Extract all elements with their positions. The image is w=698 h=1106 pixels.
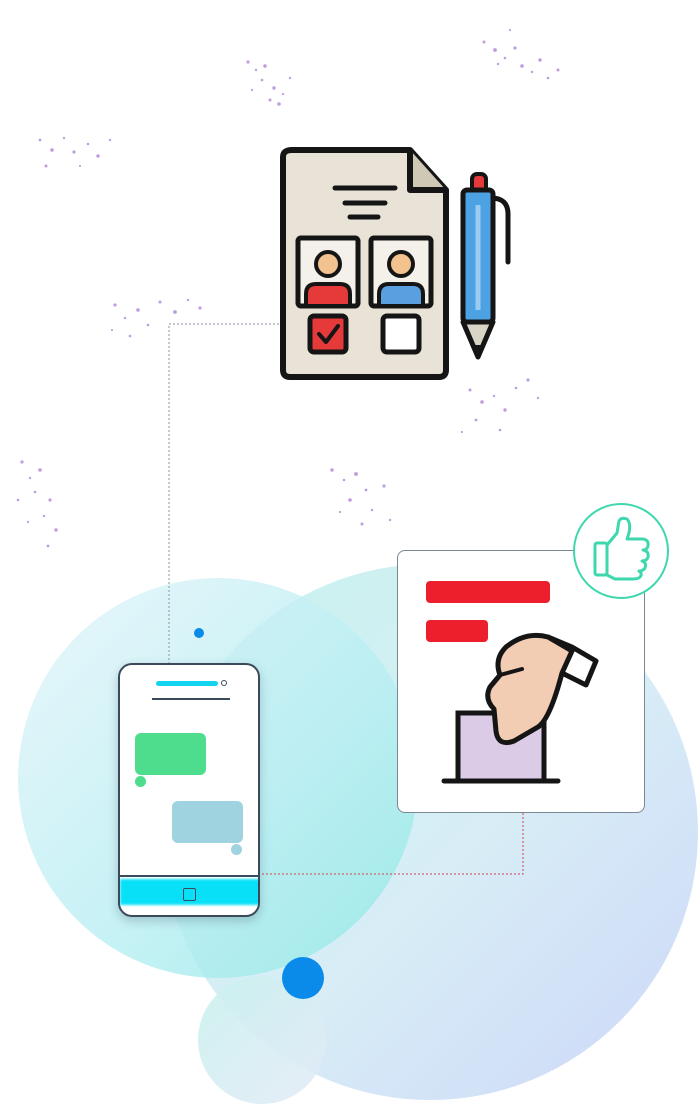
candidate-avatar-icon	[368, 235, 434, 309]
chat-avatar-dot	[231, 844, 242, 855]
ballot-box-icon	[441, 632, 599, 784]
phone-camera	[221, 680, 227, 686]
phone-footer-divider	[120, 875, 258, 877]
background-blob-small	[198, 976, 326, 1104]
phone-speaker	[156, 681, 218, 686]
blue-dot-large	[282, 957, 324, 999]
chat-bubble-icon	[172, 801, 243, 843]
sparkle-decorations	[16, 28, 560, 548]
ballot-subtitle-bar	[426, 620, 488, 642]
thumbs-up-icon	[593, 516, 650, 581]
home-button-icon	[183, 888, 196, 901]
connector-phone-to-card	[262, 813, 524, 875]
phone-header-divider	[152, 698, 230, 700]
connector-ballot-to-phone	[168, 323, 283, 664]
blue-dot-small	[194, 628, 204, 638]
thumbs-up-badge	[573, 503, 669, 599]
pen-icon	[460, 172, 511, 360]
candidate-avatar-icon	[295, 235, 361, 309]
checkbox-empty-icon	[380, 313, 422, 355]
checkbox-checked-icon	[307, 313, 349, 355]
smartphone-icon	[118, 663, 260, 917]
ballot-title-bar	[426, 581, 550, 603]
hand-icon	[485, 632, 599, 746]
chat-avatar-dot	[135, 776, 146, 787]
chat-bubble-icon	[135, 733, 206, 775]
